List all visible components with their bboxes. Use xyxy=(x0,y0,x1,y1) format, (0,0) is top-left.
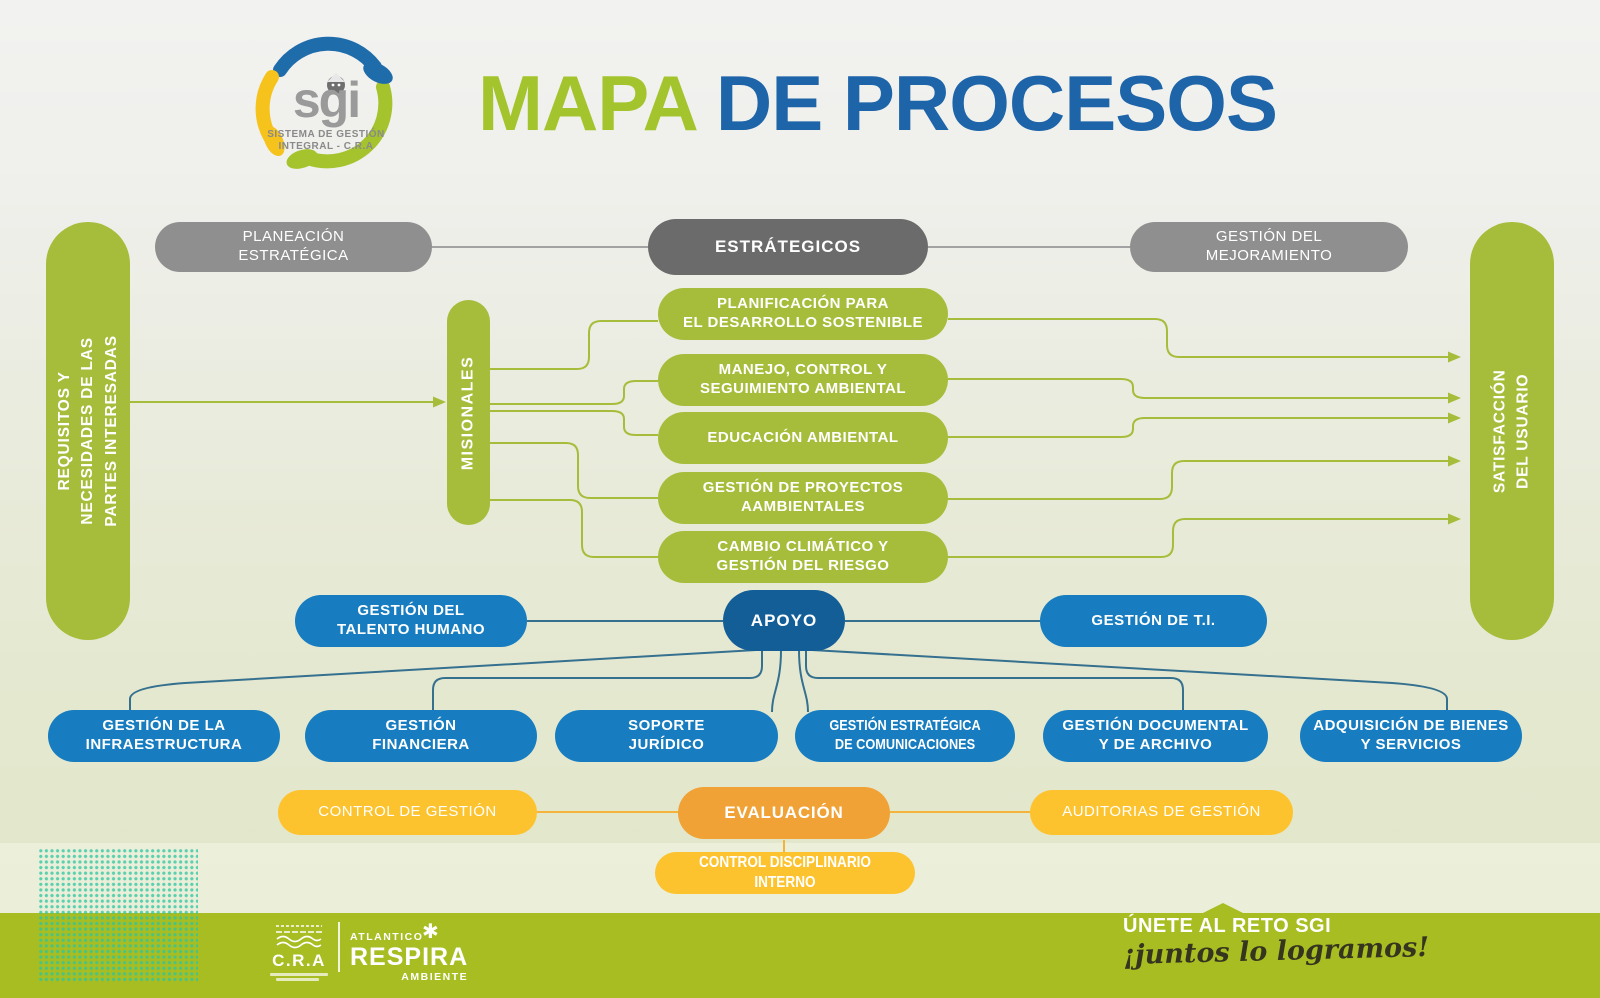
outputs-bar-label: SATISFACCIÓN DEL USUARIO xyxy=(1491,369,1533,493)
node-planeacion-estrategica: PLANEACIÓN ESTRATÉGICA xyxy=(155,222,432,272)
evaluacion-links xyxy=(537,811,1030,853)
campaign-respira: RESPIRA xyxy=(350,943,469,971)
cra-tagline-bar2 xyxy=(276,978,320,981)
respira-logo: ATLANTICO ✱ RESPIRA AMBIENTE xyxy=(350,921,469,983)
outputs-bar: SATISFACCIÓN DEL USUARIO xyxy=(1470,222,1554,640)
node-manejo-control-seguimiento: MANEJO, CONTROL Y SEGUIMIENTO AMBIENTAL xyxy=(658,354,948,406)
node-gestion-proyectos-ambientales: GESTIÓN DE PROYECTOS AAMBIENTALES xyxy=(658,472,948,524)
page-title-mapa: MAPA xyxy=(478,59,699,147)
cta-script: ¡juntos lo logramos! xyxy=(1122,931,1430,972)
arrowheads xyxy=(433,351,1461,525)
node-misionales-group: MISIONALES xyxy=(447,300,490,525)
logo-acronym: sgi xyxy=(293,72,359,128)
node-gestion-ti: GESTIÓN DE T.I. xyxy=(1040,595,1267,647)
inputs-bar: REQUISITOS Y NECESIDADES DE LAS PARTES I… xyxy=(46,222,130,640)
node-cambio-climatico-riesgo: CAMBIO CLIMÁTICO Y GESTIÓN DEL RIESGO xyxy=(658,531,948,583)
node-educacion-ambiental: EDUCACIÓN AMBIENTAL xyxy=(658,412,948,464)
node-control-disciplinario-interno: CONTROL DISCIPLINARIO INTERNO xyxy=(698,854,872,891)
footer-divider xyxy=(338,922,340,972)
logo-subtitle-1: SISTEMA DE GESTIÓN xyxy=(267,127,385,140)
node-control-de-gestion: CONTROL DE GESTIÓN xyxy=(278,790,537,835)
inputs-bar-label: REQUISITOS Y NECESIDADES DE LAS PARTES I… xyxy=(56,335,120,527)
dot-pattern xyxy=(38,848,198,982)
node-apoyo-group: APOYO xyxy=(723,590,845,651)
cra-logo-icon xyxy=(276,925,322,949)
node-planificacion-desarrollo-sostenible: PLANIFICACIÓN PARA EL DESARROLLO SOSTENI… xyxy=(658,288,948,340)
page-title-de-procesos: DE PROCESOS xyxy=(715,59,1278,147)
node-soporte-juridico: SOPORTE JURÍDICO xyxy=(555,710,778,762)
footer-cta: ÚNETE AL RETO SGI ¡juntos lo logramos! xyxy=(1123,915,1430,971)
node-auditorias-de-gestion: AUDITORIAS DE GESTIÓN xyxy=(1030,790,1293,835)
cra-logo-text: C.R.A xyxy=(272,951,326,970)
sgi-logo: sgi SISTEMA DE GESTIÓN INTEGRAL - C.R.A xyxy=(255,36,393,169)
cra-logo: C.R.A xyxy=(268,918,330,981)
node-estrategicos-group: ESTRÁTEGICOS xyxy=(648,219,928,275)
apoyo-links xyxy=(129,620,1448,713)
node-gestion-estrategica-comunicaciones: GESTIÓN ESTRATÉGICA DE COMUNICACIONES xyxy=(829,717,981,753)
node-gestion-del-mejoramiento: GESTIÓN DEL MEJORAMIENTO xyxy=(1130,222,1408,272)
node-gestion-talento-humano: GESTIÓN DEL TALENTO HUMANO xyxy=(295,595,527,647)
star-icon: ✱ xyxy=(422,921,439,943)
logo-leaf-blue xyxy=(273,36,382,77)
logo-subtitle-2: INTEGRAL - C.R.A xyxy=(278,141,373,152)
node-gestion-documental-archivo: GESTIÓN DOCUMENTAL Y DE ARCHIVO xyxy=(1043,710,1268,762)
footer-peak xyxy=(1203,903,1243,913)
node-adquisicion-bienes-servicios: ADQUISICIÓN DE BIENES Y SERVICIOS xyxy=(1300,710,1522,762)
misional-links xyxy=(130,318,1448,558)
campaign-atlantico: ATLANTICO xyxy=(350,931,424,943)
cta-title: ÚNETE AL RETO SGI xyxy=(1123,915,1332,937)
node-evaluacion-group: EVALUACIÓN xyxy=(678,787,890,839)
logo-leaf-green xyxy=(301,80,393,169)
footer-bar xyxy=(0,913,1600,998)
cra-tagline-bar xyxy=(270,973,328,976)
node-gestion-infraestructura: GESTIÓN DE LA INFRAESTRUCTURA xyxy=(48,710,280,762)
campaign-ambiente: AMBIENTE xyxy=(401,970,469,983)
node-gestion-financiera: GESTIÓN FINANCIERA xyxy=(305,710,537,762)
misionales-group-label: MISIONALES xyxy=(459,355,477,470)
